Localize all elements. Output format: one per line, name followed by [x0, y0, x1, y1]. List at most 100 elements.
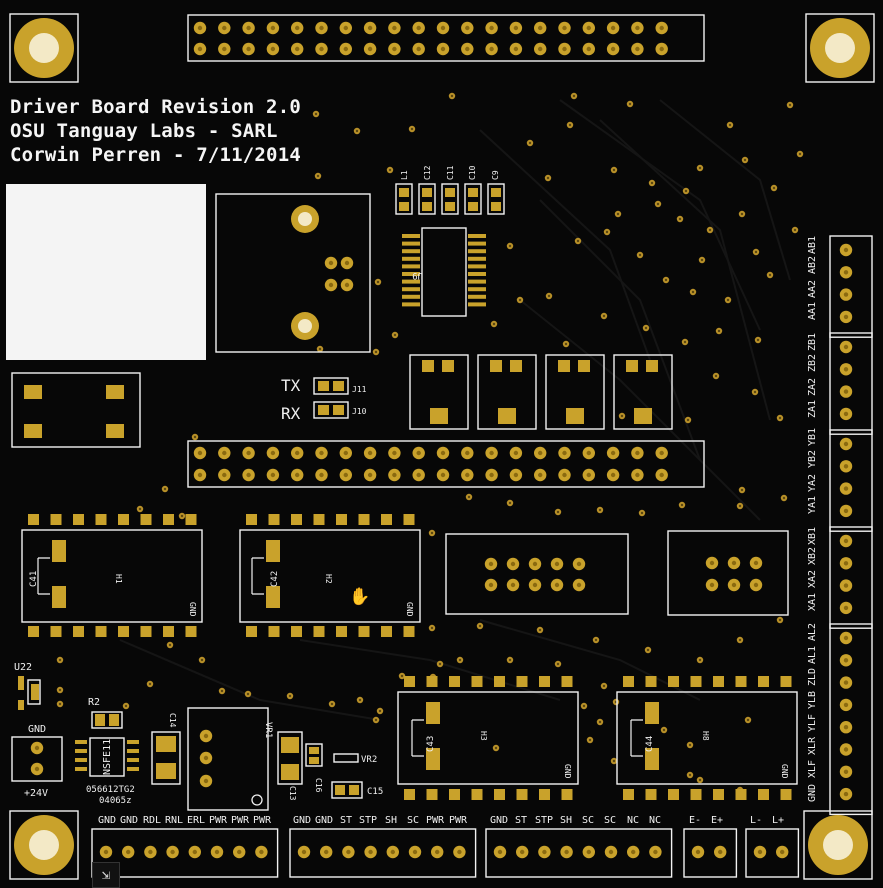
- pad-drill: [148, 849, 153, 855]
- via-drill: [492, 322, 496, 326]
- pad-drill: [510, 582, 516, 588]
- driver-h8-cap-outline: [630, 719, 643, 757]
- hdr2-pin6: SC: [407, 815, 420, 826]
- pad-drill: [731, 582, 737, 588]
- pad-drill: [586, 849, 591, 855]
- pad-drill: [412, 849, 418, 855]
- via-drill: [588, 738, 592, 742]
- via-drill: [698, 778, 702, 782]
- hdr2-pin5: SH: [385, 815, 398, 826]
- small-cap-pad: [491, 188, 501, 197]
- header-erl-outline: [91, 828, 279, 878]
- chip-pin: [127, 749, 139, 753]
- pad-drill: [554, 582, 560, 588]
- driver-h1-cap-pad: [52, 540, 66, 562]
- h2-label: H2: [324, 574, 333, 584]
- driver-h1-top-pad: [50, 514, 62, 525]
- u22-label: U22: [14, 662, 33, 673]
- pad-drill: [343, 46, 348, 52]
- hdr2-pin2: GND: [315, 815, 334, 826]
- oscillator-outline: [11, 372, 141, 448]
- pad-drill: [843, 561, 849, 566]
- middle-header-outline: [187, 440, 705, 488]
- mount-hole-bottom-left-hole: [29, 830, 59, 860]
- via-drill: [393, 333, 397, 337]
- pad-drill: [237, 849, 242, 855]
- pad-drill: [538, 450, 543, 456]
- pad-drill: [510, 561, 516, 567]
- driver-h2-cap-outline: [251, 557, 264, 595]
- connector-mount-hole: [298, 212, 312, 226]
- u9-pin: [468, 249, 486, 254]
- pad-drill: [222, 472, 227, 478]
- driver-h1-bottom-pad: [28, 626, 39, 637]
- driver-h3-top-pad: [516, 676, 528, 687]
- pad-drill: [295, 46, 300, 52]
- rh4-pin1: XA1: [807, 592, 818, 611]
- pad-drill: [753, 560, 759, 566]
- driver-h2-bottom-pad: [246, 626, 257, 637]
- via-drill: [598, 720, 602, 724]
- tx-label: TX: [281, 376, 301, 395]
- via-drill: [388, 168, 392, 172]
- pad-drill: [843, 583, 849, 588]
- gnd-label: GND: [28, 724, 47, 735]
- pad-drill: [843, 389, 849, 394]
- via-drill: [58, 702, 62, 706]
- via-drill: [438, 662, 442, 666]
- driver-h3-bottom-pad: [494, 789, 505, 800]
- fullscreen-icon[interactable]: ⇲: [92, 862, 120, 888]
- pad-drill: [392, 450, 397, 456]
- pad-drill: [709, 560, 715, 566]
- driver-h8-top-pad: [623, 676, 634, 687]
- pad-drill: [489, 25, 494, 31]
- driver-h8-bottom-pad: [713, 789, 724, 800]
- cap-c9: C9: [491, 170, 500, 180]
- pad-drill: [843, 247, 849, 253]
- pad-drill: [328, 260, 334, 266]
- pad-drill: [465, 46, 470, 52]
- driver2-gnd: GND: [405, 602, 414, 617]
- driver-h8-top-pad: [758, 676, 769, 687]
- pad-drill: [843, 747, 849, 752]
- pad-drill: [222, 46, 227, 52]
- via-drill: [314, 112, 318, 116]
- pad-drill: [343, 25, 348, 31]
- rh5-pin5: YLB: [807, 690, 818, 709]
- driver-h8-top-pad: [690, 676, 702, 687]
- via-drill: [316, 174, 320, 178]
- via-drill: [193, 435, 197, 439]
- header-limit-outline: [745, 828, 800, 878]
- pad-drill: [610, 46, 616, 52]
- chip-pin: [75, 767, 87, 771]
- trace: [599, 119, 771, 421]
- pad-drill: [843, 292, 849, 297]
- driver-h1-bottom-pad: [50, 626, 62, 637]
- pad-drill: [319, 46, 324, 52]
- via-drill: [772, 186, 776, 190]
- driver-h2-top-pad: [291, 514, 302, 525]
- driver-h8-top-pad: [668, 676, 679, 687]
- transistor-pad: [626, 360, 638, 372]
- chip-marking-1: 056612TG2: [86, 785, 135, 795]
- via-drill: [778, 416, 782, 420]
- chip-pin: [75, 758, 87, 762]
- pad-drill: [368, 849, 373, 855]
- pad-drill: [843, 314, 849, 320]
- pad-drill: [513, 46, 519, 52]
- driver-h2-top-pad: [268, 514, 280, 525]
- driver-h8-top-pad: [713, 676, 724, 687]
- pad-drill: [586, 472, 591, 478]
- pad-drill: [497, 849, 503, 855]
- connector-mount-hole: [298, 319, 312, 333]
- rh1-pin1: AA1: [807, 301, 818, 320]
- oscillator-pad: [24, 385, 42, 399]
- vr1-label: VR1: [263, 722, 273, 739]
- mount-hole-bottom-right-hole: [823, 830, 853, 860]
- driver-h1-bottom-pad: [118, 626, 129, 637]
- c15-outline: [331, 781, 363, 799]
- c14-label: C14: [168, 713, 177, 728]
- pad-drill: [586, 25, 591, 31]
- pad-drill: [757, 849, 763, 855]
